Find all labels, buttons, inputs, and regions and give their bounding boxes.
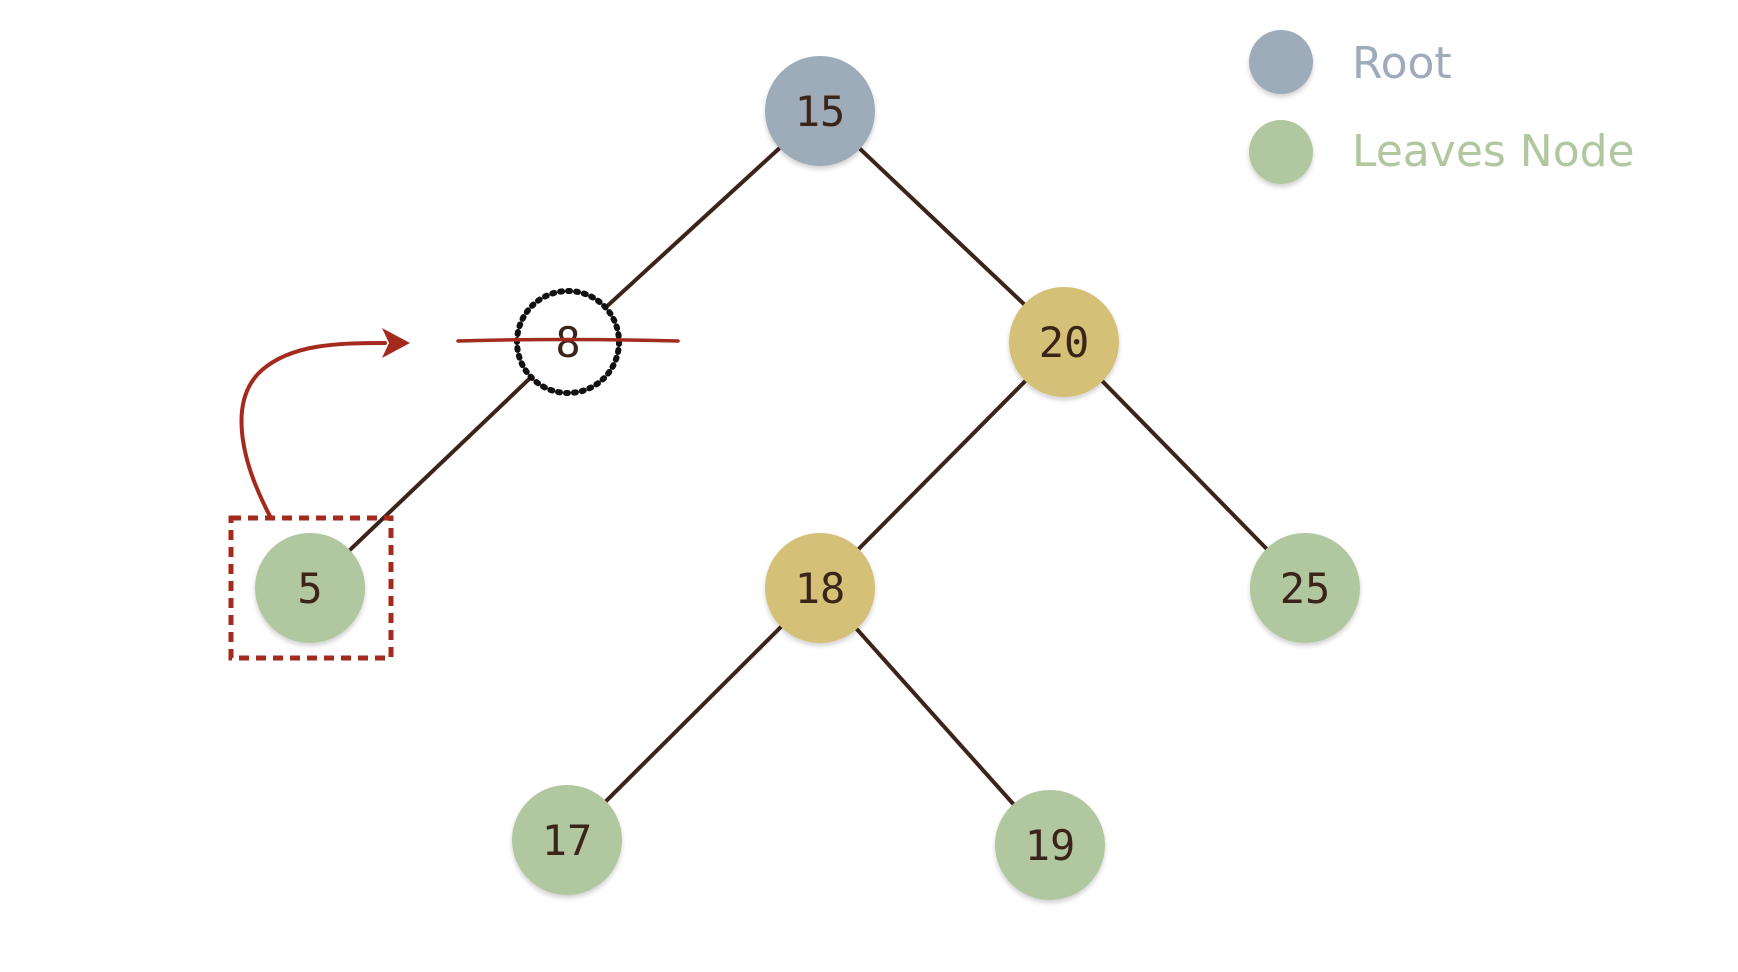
legend-root-swatch [1249, 30, 1313, 94]
edge-n18-n19 [850, 622, 1020, 811]
node-label: 19 [1025, 821, 1076, 870]
legend-leaf-swatch [1249, 120, 1313, 184]
node-5: 5 [255, 533, 365, 643]
edge-n8-n5 [343, 373, 535, 557]
node-circle [1009, 287, 1119, 397]
node-25: 25 [1250, 533, 1360, 643]
node-label: 25 [1280, 564, 1331, 613]
node-15: 15 [765, 56, 875, 166]
edge-n20-n25 [1096, 375, 1273, 555]
move-arrow-head-icon [382, 328, 410, 358]
node-18: 18 [765, 533, 875, 643]
edge-n20-n18 [852, 374, 1032, 556]
node-circle [1250, 533, 1360, 643]
edge-n15-n8 [602, 142, 786, 311]
edge-n18-n17 [599, 620, 788, 808]
replacement-highlight-box [228, 515, 394, 661]
node-8: 8 [514, 288, 622, 396]
node-19: 19 [995, 790, 1105, 900]
strike-through-line [456, 337, 680, 343]
node-circle [512, 785, 622, 895]
node-20: 20 [1009, 287, 1119, 397]
legend-leaf-label: Leaves Node [1352, 126, 1635, 177]
node-label: 8 [555, 318, 580, 367]
move-arrow [239, 341, 387, 520]
node-label: 15 [795, 87, 846, 136]
node-circle [255, 533, 365, 643]
node-17: 17 [512, 785, 622, 895]
node-label: 18 [795, 564, 846, 613]
edges [343, 142, 1273, 811]
node-circle [765, 56, 875, 166]
node-circle [995, 790, 1105, 900]
node-circle [514, 288, 622, 396]
edge-n15-n20 [853, 142, 1031, 311]
legend: Root Leaves Node [1249, 30, 1635, 184]
legend-root-label: Root [1352, 38, 1452, 89]
nodes: 15 8 20 5 18 25 17 19 [255, 56, 1360, 900]
node-circle [765, 533, 875, 643]
node-label: 20 [1039, 318, 1090, 367]
node-label: 5 [297, 564, 322, 613]
node-label: 17 [542, 816, 593, 865]
